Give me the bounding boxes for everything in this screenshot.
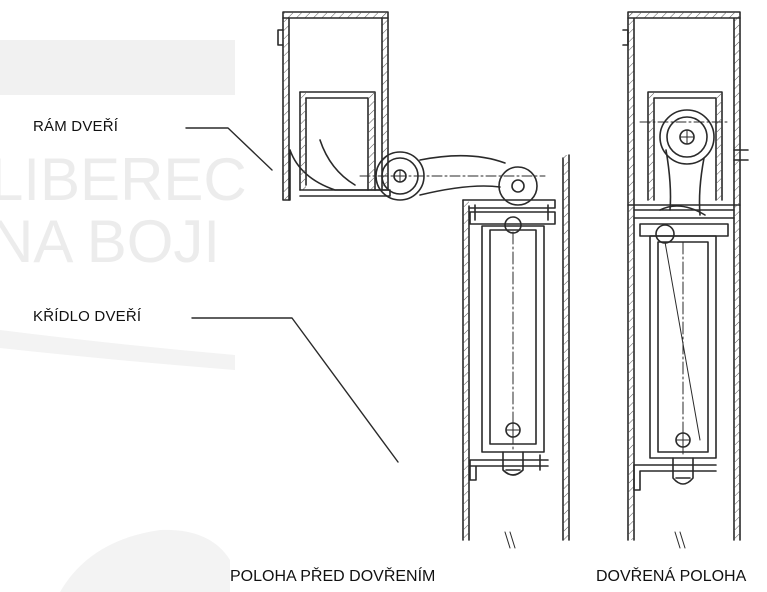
- frame-leader-line: [185, 127, 273, 171]
- view-closed: [622, 11, 749, 549]
- watermark-text-1: LIBEREC: [0, 146, 247, 213]
- caption-before-closing: POLOHA PŘED DOVŘENÍM: [230, 568, 436, 585]
- watermark-swoosh: [0, 330, 235, 370]
- door-frame-profile: [277, 11, 391, 201]
- door-frame-profile-closed: [622, 11, 749, 206]
- caption-closed-position: DOVŘENÁ POLOHA: [596, 568, 747, 585]
- door-leaf-profile: [462, 154, 570, 549]
- watermark-circle: [60, 529, 230, 592]
- lever-arm: [359, 151, 546, 206]
- view-before-closing: [277, 11, 570, 549]
- watermark-text-2: NA BOJI: [0, 208, 220, 275]
- leaf-leader-line: [191, 317, 399, 463]
- door-leaf-profile-closed: [627, 204, 741, 549]
- watermark-band: [0, 40, 235, 95]
- leaf-label: KŘÍDLO DVEŘÍ: [33, 308, 142, 325]
- frame-label: RÁM DVEŘÍ: [33, 118, 119, 135]
